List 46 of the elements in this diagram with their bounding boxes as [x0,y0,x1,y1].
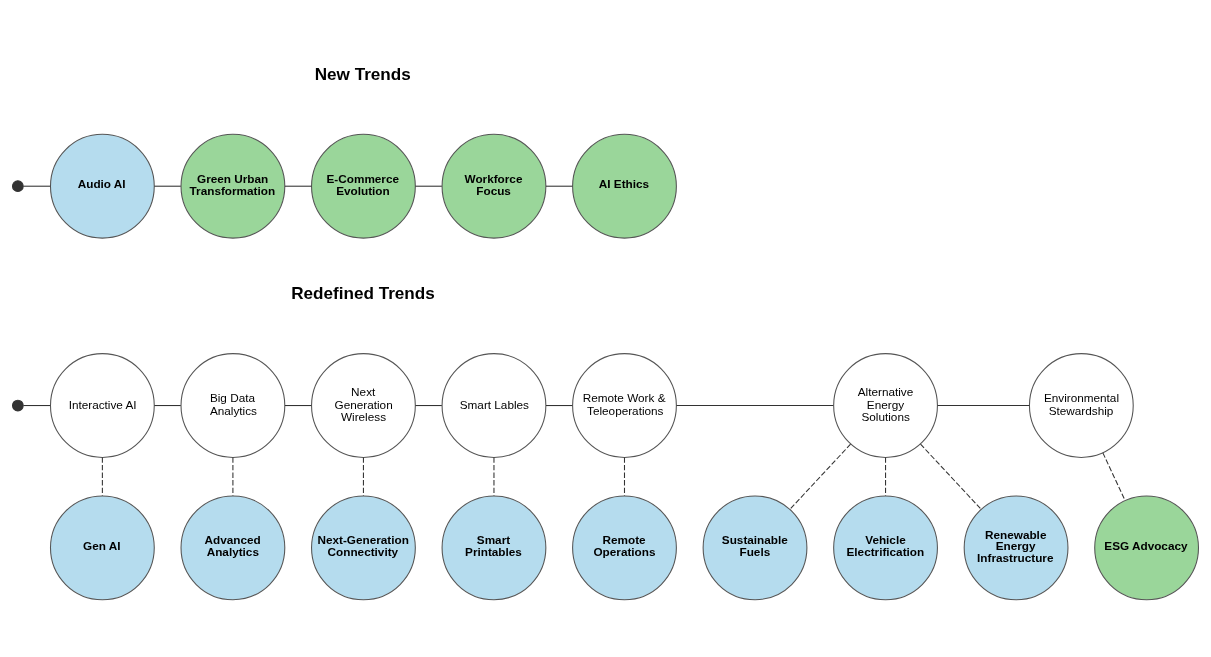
node-circle: Green Urban Transformation [180,133,286,239]
node-circle: Alternative Energy Solutions [833,353,938,458]
node-circle: Remote Work & Teleoperations [572,353,677,458]
node-circle: Vehicle Electrification [833,495,938,601]
connector [153,405,182,407]
connector [545,185,573,187]
node-circle [11,399,24,412]
connector [885,457,887,497]
connector [153,185,182,187]
node-circle: Smart Lables [441,353,547,458]
node-circle: Interactive AI [49,353,155,458]
node-circle: Renewable Energy Infrastructure [963,495,1069,601]
node-circle: ESG Advocacy [1094,495,1200,601]
node-circle: Gen AI [49,495,155,601]
connector [623,457,626,497]
connector [789,443,852,510]
node-circle [11,180,24,193]
node-circle: Advanced Analytics [180,495,286,601]
label: New Trends [314,64,411,84]
connector [414,185,443,187]
connector [545,405,573,407]
connector [284,185,312,187]
connector [362,457,364,497]
node-circle: E-Commerce Evolution [311,133,416,239]
label: Redefined Trends [291,283,435,303]
node-circle: Workforce Focus [441,133,547,239]
connector [493,457,495,497]
connector [101,457,103,497]
node-circle: Smart Printables [441,495,547,601]
node-circle: Remote Operations [572,495,677,601]
node-circle: Environmental Stewardship [1028,353,1134,458]
node-circle: Big Data Analytics [180,353,286,458]
node-circle: Next Generation Wireless [311,353,416,458]
connector [675,405,834,407]
connector [22,405,51,407]
connector [937,405,1030,407]
node-circle: AI Ethics [572,133,677,239]
node-circle: Audio AI [49,133,155,239]
connector [920,443,982,510]
node-circle: Next-Generation Connectivity [311,495,416,601]
connector [414,405,443,407]
connector [22,185,51,187]
connector [284,405,312,407]
connector [1102,452,1126,502]
node-circle: Sustainable Fuels [702,495,808,601]
connector [232,457,234,497]
